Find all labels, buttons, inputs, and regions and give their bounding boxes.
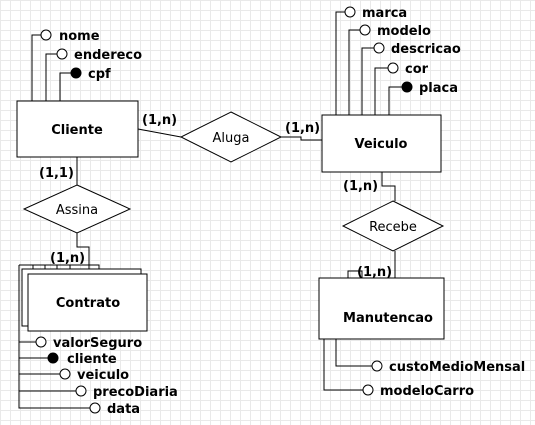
attribute-modelo[interactable]: modelo [359, 24, 431, 39]
attribute-circle-icon [40, 29, 52, 41]
attribute-precodiaria-label: precoDiaria [93, 385, 178, 400]
attribute-circle-icon [35, 336, 47, 348]
attribute-nome-label: nome [59, 29, 100, 44]
line-attr-modelo [348, 29, 360, 115]
attribute-modelocarro[interactable]: modeloCarro [362, 384, 474, 399]
attribute-veiculo-label: veiculo [77, 368, 129, 383]
relationship-aluga[interactable]: Aluga [179, 111, 283, 163]
attribute-circle-icon [371, 360, 383, 372]
attribute-circle-icon [373, 42, 385, 54]
attribute-circle-icon [387, 62, 399, 74]
attribute-customediomensal[interactable]: custoMedioMensal [371, 360, 525, 375]
key-attribute-circle-icon [70, 67, 82, 79]
entity-veiculo[interactable]: Veiculo [321, 114, 442, 173]
attribute-marca-label: marca [362, 6, 407, 21]
attribute-marca[interactable]: marca [344, 6, 407, 21]
attribute-circle-icon [59, 368, 71, 380]
cardinality-aluga-veiculo: (1,n) [285, 121, 320, 136]
attribute-valorseguro[interactable]: valorSeguro [35, 336, 142, 351]
line-attr-cpf [59, 72, 71, 101]
attribute-endereco[interactable]: endereco [56, 48, 142, 63]
relationship-assina-label: Assina [56, 203, 98, 218]
relationship-lines [76, 128, 396, 278]
relationship-aluga-label: Aluga [213, 131, 250, 146]
line-attr-placa [388, 86, 402, 115]
cardinality-assina-contrato: (1,n) [50, 251, 85, 266]
attribute-circle-icon [359, 24, 371, 36]
attribute-circle-icon [362, 384, 374, 396]
attribute-customediomensal-label: custoMedioMensal [389, 360, 525, 375]
attribute-nome[interactable]: nome [40, 29, 100, 44]
entity-cliente-label: Cliente [51, 123, 103, 138]
attribute-circle-icon [344, 6, 356, 18]
attribute-descricao-label: descricao [391, 42, 461, 57]
attribute-placa[interactable]: placa [401, 81, 458, 96]
attribute-endereco-label: endereco [74, 48, 142, 63]
attribute-circle-icon [75, 385, 87, 397]
attribute-valorseguro-label: valorSeguro [53, 336, 142, 351]
relationship-recebe-label: Recebe [369, 220, 417, 235]
line-attr-nome [31, 34, 41, 101]
attribute-circle-icon [56, 48, 68, 60]
attribute-cliente[interactable]: cliente [47, 352, 117, 367]
attribute-data[interactable]: data [89, 402, 140, 417]
attribute-modelo-label: modelo [377, 24, 431, 39]
line-cliente-aluga [137, 128, 182, 138]
attribute-modelocarro-label: modeloCarro [380, 384, 474, 399]
line-aluga-veiculo [281, 136, 322, 141]
attribute-circle-icon [89, 402, 101, 414]
attribute-cliente-label: cliente [67, 352, 117, 367]
relationship-assina[interactable]: Assina [22, 184, 132, 234]
attribute-descricao[interactable]: descricao [373, 42, 461, 57]
attribute-cpf-label: cpf [88, 67, 111, 82]
line-attr-marca [335, 11, 345, 115]
line-manutencao-loop [347, 270, 363, 278]
entity-veiculo-label: Veiculo [355, 137, 408, 152]
line-attr-data [18, 265, 90, 409]
cardinality-veiculo-recebe: (1,n) [343, 179, 378, 194]
entity-contrato-label: Contrato [56, 296, 120, 311]
key-attribute-circle-icon [47, 352, 59, 364]
attribute-data-label: data [107, 402, 140, 417]
entity-cliente[interactable]: Cliente [16, 100, 139, 158]
relationship-recebe[interactable]: Recebe [341, 200, 445, 252]
entity-manutencao[interactable]: Manutencao [318, 277, 445, 340]
cardinality-cliente-aluga: (1,n) [142, 113, 177, 128]
line-assina-contrato [76, 233, 90, 274]
key-attribute-circle-icon [401, 81, 413, 93]
line-veiculo-recebe [381, 172, 396, 201]
attribute-precodiaria[interactable]: precoDiaria [75, 385, 178, 400]
entity-contrato[interactable]: Contrato [21, 268, 148, 332]
line-attr-endereco [45, 53, 57, 101]
line-attr-cor [374, 67, 388, 115]
cardinality-recebe-manutencao: (1,n) [357, 265, 392, 280]
cardinalities: (1,n) (1,n) (1,1) (1,n) (1,n) (1,n) [39, 113, 392, 280]
attribute-placa-label: placa [419, 81, 458, 96]
line-attr-descricao [361, 47, 374, 115]
attribute-cor[interactable]: cor [387, 62, 429, 77]
cardinality-cliente-assina: (1,1) [39, 166, 74, 181]
attribute-cpf[interactable]: cpf [70, 67, 111, 82]
attribute-cor-label: cor [405, 62, 429, 77]
entity-manutencao-label: Manutencao [343, 311, 433, 326]
attribute-veiculo[interactable]: veiculo [59, 368, 129, 383]
